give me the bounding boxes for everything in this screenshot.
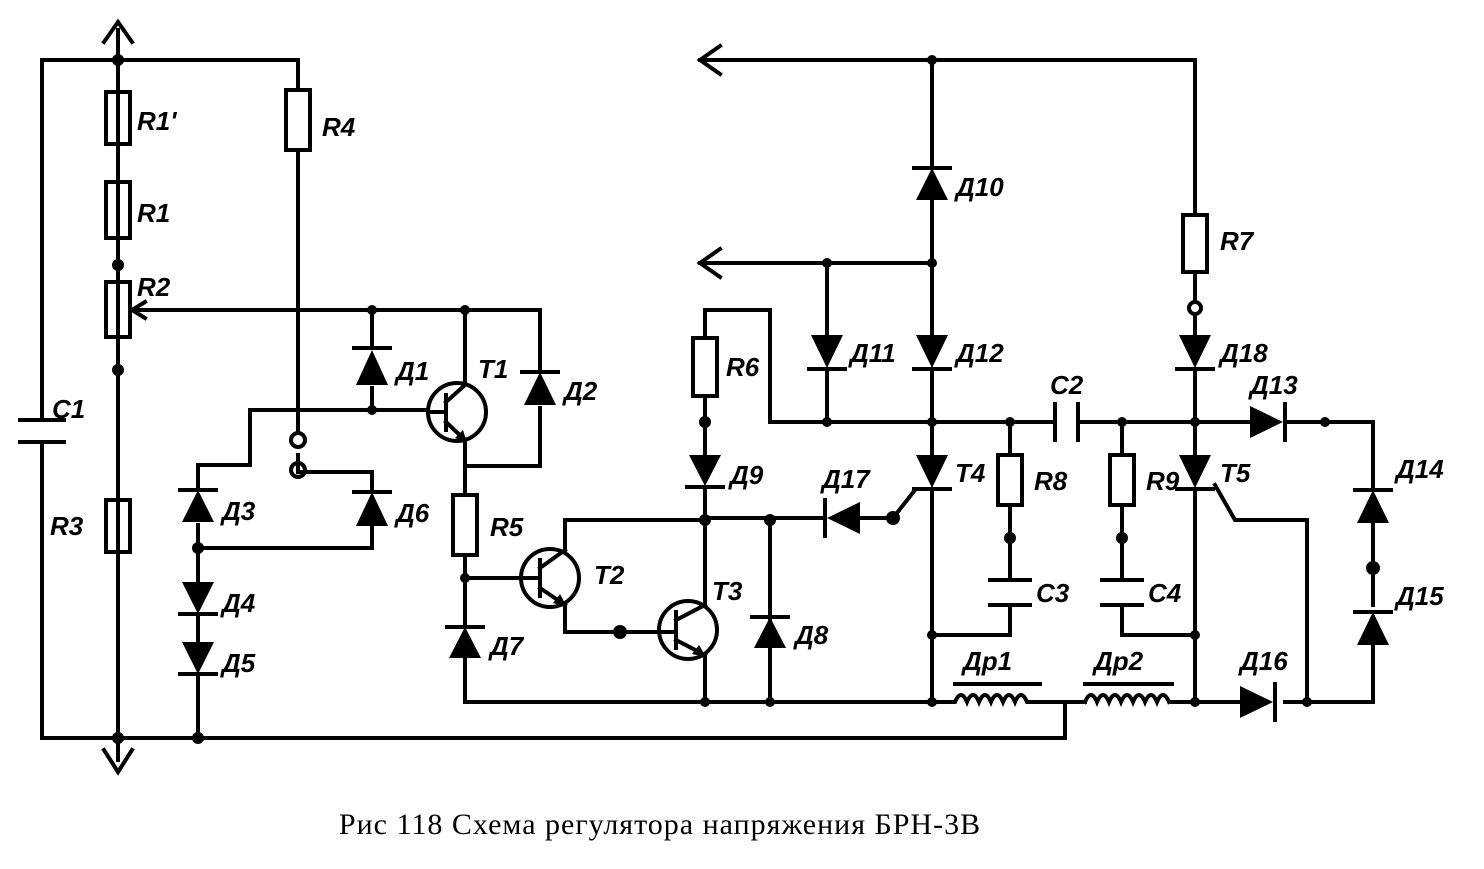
transistor-t3 <box>657 599 719 661</box>
label-r9: R9 <box>1146 466 1180 496</box>
diode-d8 <box>750 615 790 648</box>
label-d12: Д12 <box>954 338 1004 368</box>
label-c2: C2 <box>1050 370 1084 400</box>
label-dr2: Др2 <box>1092 646 1144 676</box>
capacitor-c2 <box>1053 402 1080 442</box>
label-c1: C1 <box>52 394 85 424</box>
label-d11: Д11 <box>848 338 896 368</box>
label-r8: R8 <box>1034 466 1068 496</box>
label-c3: C3 <box>1036 578 1070 608</box>
contact-points <box>289 300 1203 479</box>
label-d6: Д6 <box>394 498 430 528</box>
label-d1: Д1 <box>394 356 429 386</box>
diode-d17 <box>823 498 860 538</box>
diode-d9 <box>685 455 725 489</box>
inductors <box>938 682 1174 708</box>
resistor-r7 <box>1181 213 1209 274</box>
label-d5: Д5 <box>220 648 256 678</box>
label-t3: T3 <box>712 576 743 606</box>
diode-d10 <box>912 166 952 200</box>
diode-d5 <box>178 642 218 676</box>
diode-d12 <box>912 335 952 371</box>
diode-d15 <box>1353 610 1393 645</box>
label-r6: R6 <box>726 352 760 382</box>
resistor-r8 <box>996 453 1024 507</box>
wires <box>40 18 1375 776</box>
label-d15: Д15 <box>1394 581 1444 611</box>
thyristor-t4 <box>912 455 952 491</box>
transistor-t2 <box>519 547 581 609</box>
label-r3: R3 <box>50 511 84 541</box>
label-d8: Д8 <box>793 620 829 650</box>
diode-d3 <box>178 488 218 522</box>
diode-d18 <box>1175 335 1215 371</box>
inductor-dr2 <box>1082 693 1172 708</box>
diode-d1 <box>352 346 392 385</box>
label-d18: Д18 <box>1218 338 1268 368</box>
diode-d14 <box>1353 488 1393 523</box>
label-dr1: Др1 <box>961 646 1012 676</box>
label-d17: Д17 <box>820 464 871 494</box>
transistors <box>426 378 719 661</box>
figure-caption: Рис 118 Схема регулятора напряжения БРН-… <box>338 808 982 841</box>
diode-d2 <box>520 370 560 405</box>
label-r4: R4 <box>322 112 356 142</box>
label-t2: T2 <box>594 560 625 590</box>
diodes <box>178 166 1393 722</box>
diode-d16 <box>1240 682 1277 722</box>
label-d10: Д10 <box>954 172 1004 202</box>
diode-d4 <box>178 582 218 616</box>
label-t5: T5 <box>1220 458 1251 488</box>
label-r1: R1 <box>137 198 170 228</box>
thyristor-t5 <box>1175 455 1215 491</box>
label-d4: Д4 <box>220 588 256 618</box>
inductor-dr1 <box>938 693 1042 708</box>
resistors <box>104 58 1209 740</box>
capacitor-c1 <box>18 418 66 444</box>
label-c4: C4 <box>1148 578 1182 608</box>
thyristors <box>912 455 1215 491</box>
label-t4: T4 <box>955 458 986 488</box>
diode-d11 <box>807 335 847 371</box>
labels: R1' R1 R2 R3 R4 R5 R6 R7 R8 R9 C1 C2 C3 … <box>50 106 1444 678</box>
label-r2: R2 <box>137 272 171 302</box>
label-r5: R5 <box>490 512 524 542</box>
resistor-r4 <box>284 88 312 152</box>
diode-d13 <box>1250 402 1287 442</box>
label-r1-prime: R1' <box>137 106 177 136</box>
label-d16: Д16 <box>1238 646 1288 676</box>
junction-dots <box>112 54 1380 744</box>
label-d7: Д7 <box>488 631 525 661</box>
capacitor-c4 <box>1100 578 1144 607</box>
label-t1: T1 <box>478 354 508 384</box>
label-d13: Д13 <box>1248 370 1298 400</box>
label-r7: R7 <box>1220 226 1255 256</box>
capacitors <box>18 402 1144 607</box>
resistor-r9 <box>1108 453 1136 507</box>
label-d9: Д9 <box>728 460 764 490</box>
diode-d6 <box>352 490 392 526</box>
label-d14: Д14 <box>1394 454 1444 484</box>
resistor-r5 <box>451 493 479 557</box>
resistor-r6 <box>691 336 719 398</box>
label-d2: Д2 <box>562 376 598 406</box>
label-d3: Д3 <box>220 496 256 526</box>
capacitor-c3 <box>988 578 1032 607</box>
diode-d7 <box>445 625 485 658</box>
transistor-t1 <box>426 378 488 443</box>
